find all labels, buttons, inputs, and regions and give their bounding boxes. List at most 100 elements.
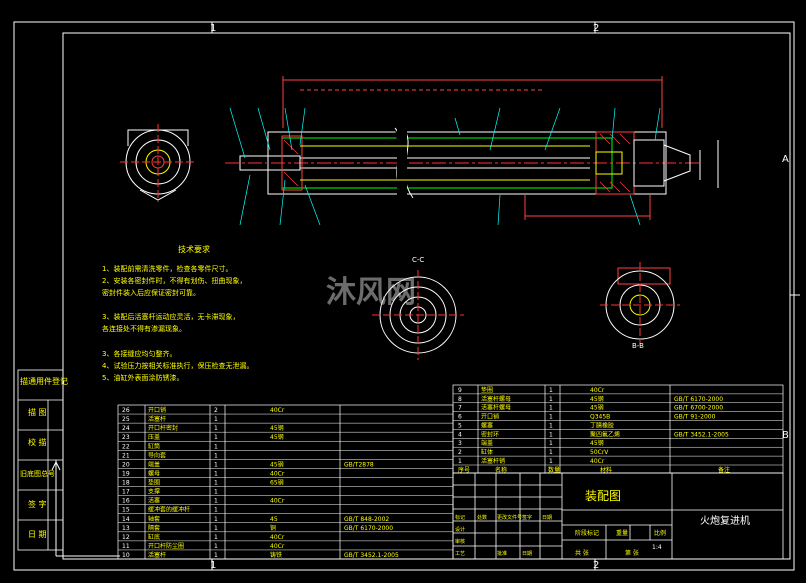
bom-left-row: 25 活塞杆 1 <box>118 415 453 424</box>
zone-number-2-bottom: 2 <box>593 560 599 571</box>
drawing-type: 装配图 <box>585 489 621 503</box>
title-block-text: 装配图 火炮复进机 阶段标记 重量 比例 1:4 共 张 第 张 标记 处数 更… <box>455 489 750 557</box>
bom-right-cell-no: 1 <box>458 458 462 465</box>
bom-left-cell-mat: 40Cr <box>270 534 285 541</box>
left-label-5: 日 期 <box>28 530 47 539</box>
bom-right-cell-std: GB/T 3452.1-2005 <box>674 431 729 438</box>
bom-right-cell-mat: Q345B <box>590 414 610 421</box>
bom-right-header-qty: 数量 <box>548 466 560 474</box>
bom-right-cell-mat: 40Cr <box>590 458 605 465</box>
tech-req-line-3: 密封件装入后应保证密封可靠。 <box>102 288 200 297</box>
bom-left-cell-qty: 1 <box>214 480 218 487</box>
bom-left-cell-name: 开口杆密封 <box>148 424 178 432</box>
rev-label-1: 处数 <box>477 514 487 521</box>
bom-left-cell-mat: 铸铁 <box>270 551 282 559</box>
bom-right-cell-mat: 40Cr <box>590 387 605 394</box>
left-label-0: 描通用件登记 <box>20 376 68 386</box>
bom-right-cell-no: 2 <box>458 449 462 456</box>
bom-right-cell-qty: 1 <box>549 440 553 447</box>
left-label-2: 校 描 <box>28 437 47 447</box>
bom-left-cell-mat: 40Cr <box>270 470 285 477</box>
bom-right-cell-no: 7 <box>458 405 462 412</box>
bom-left-cell-no: 12 <box>122 534 130 541</box>
bom-left-cell-no: 18 <box>122 480 130 487</box>
bom-right-header-no: 序号 <box>458 466 470 474</box>
bom-right-header-mat: 材料 <box>600 466 612 474</box>
bom-right-cell-qty: 1 <box>549 387 553 394</box>
bom-left-cell-mat: 铜 <box>270 524 276 532</box>
bom-right-cell-name: 缸体 <box>481 448 493 456</box>
bom-right-cell-qty: 1 <box>549 396 553 403</box>
bom-left-cell-name: 活塞杆 <box>148 415 166 423</box>
tech-requirements: 技术要求 1、装配前需清洗零件，检查各零件尺寸。 2、安装各密封件时，不得有划伤… <box>102 244 253 382</box>
weight-label: 重量 <box>616 529 628 537</box>
left-label-texts: 描通用件登记 描 图 校 描 旧底图总号 签 字 日 期 <box>20 376 68 539</box>
tech-req-line-2: 2、安装各密封件时，不得有划伤、扭曲现象， <box>102 276 246 285</box>
bom-left-cell-qty: 2 <box>214 407 218 414</box>
bom-right-cell-qty: 1 <box>549 414 553 421</box>
bom-left-cell-name: 隔套 <box>148 524 160 532</box>
bom-right-header: 序号名称数量材料备注 <box>458 466 730 474</box>
bom-left-cell-no: 14 <box>122 516 130 523</box>
bom-right-cell-name: 密封环 <box>481 430 499 438</box>
tech-req-line-1: 1、装配前需清洗零件，检查各零件尺寸。 <box>102 264 232 273</box>
bom-right-cell-name: 垫圈 <box>481 386 493 394</box>
bom-left-cell-qty: 1 <box>214 470 218 477</box>
bom-left-cell-no: 13 <box>122 525 130 532</box>
bom-left-row: 12 缸底 1 40Cr <box>118 533 453 542</box>
bom-left-cell-no: 26 <box>122 407 130 414</box>
bom-left-cell-qty: 1 <box>214 461 218 468</box>
bom-left-cell-qty: 1 <box>214 552 218 559</box>
bom-right-cell-std: GB/T 91-2000 <box>674 414 716 421</box>
bom-right-cell-qty: 1 <box>549 431 553 438</box>
bom-left-cell-std: GB/T 6170-2000 <box>344 525 393 532</box>
bom-right-cell-mat: 聚四氟乙烯 <box>590 430 620 438</box>
scale-label: 比例 <box>654 529 666 537</box>
bom-left-cell-no: 19 <box>122 470 130 477</box>
bom-left-cell-no: 24 <box>122 425 130 432</box>
role-label-0: 设计 <box>455 526 465 533</box>
bom-left-cell-qty: 1 <box>214 489 218 496</box>
drawing-name: 火炮复进机 <box>700 514 750 527</box>
zone-number-1-bottom: 1 <box>210 560 216 571</box>
bom-left-cell-qty: 1 <box>214 416 218 423</box>
zone-letter-b: B <box>782 430 789 441</box>
bom-left-cell-qty: 1 <box>214 543 218 550</box>
bom-left-cell-qty: 1 <box>214 452 218 459</box>
tech-req-line-8: 5、油缸外表面涂防锈漆。 <box>102 373 183 382</box>
bom-right-cell-name: 螺塞 <box>481 421 493 429</box>
section-b-label: B-B <box>632 342 644 350</box>
bom-left-cell-name: 活塞 <box>148 497 160 505</box>
bom-left-cell-mat: 40Cr <box>270 498 285 505</box>
role-label-2: 工艺 <box>455 551 465 557</box>
bom-right-cell-name: 活塞杆螺母 <box>481 395 511 403</box>
bom-left-cell-qty: 1 <box>214 507 218 514</box>
bom-right-cell-std: GB/T 6700-2000 <box>674 405 723 412</box>
bom-left-cell-no: 17 <box>122 489 130 496</box>
bom-left-cell-no: 20 <box>122 461 130 468</box>
bom-left-cell-no: 25 <box>122 416 130 423</box>
bom-left-cell-no: 16 <box>122 498 130 505</box>
bom-right-cell-name: 活塞杆螺母 <box>481 404 511 412</box>
tech-req-line-7: 4、试验压力按相关标准执行，保压检查无泄漏。 <box>102 361 253 370</box>
bom-right-cell-mat: 丁腈橡胶 <box>590 421 614 429</box>
bom-left-cell-std: GB/T2878 <box>344 461 374 468</box>
bom-right-cell-name: 活塞杆销 <box>481 457 505 465</box>
bom-left-cell-name: 缸底 <box>148 533 160 541</box>
rev-label-0: 标记 <box>455 514 465 521</box>
bom-left-cell-qty: 1 <box>214 534 218 541</box>
bom-right-cell-mat: 45钢 <box>590 395 604 403</box>
